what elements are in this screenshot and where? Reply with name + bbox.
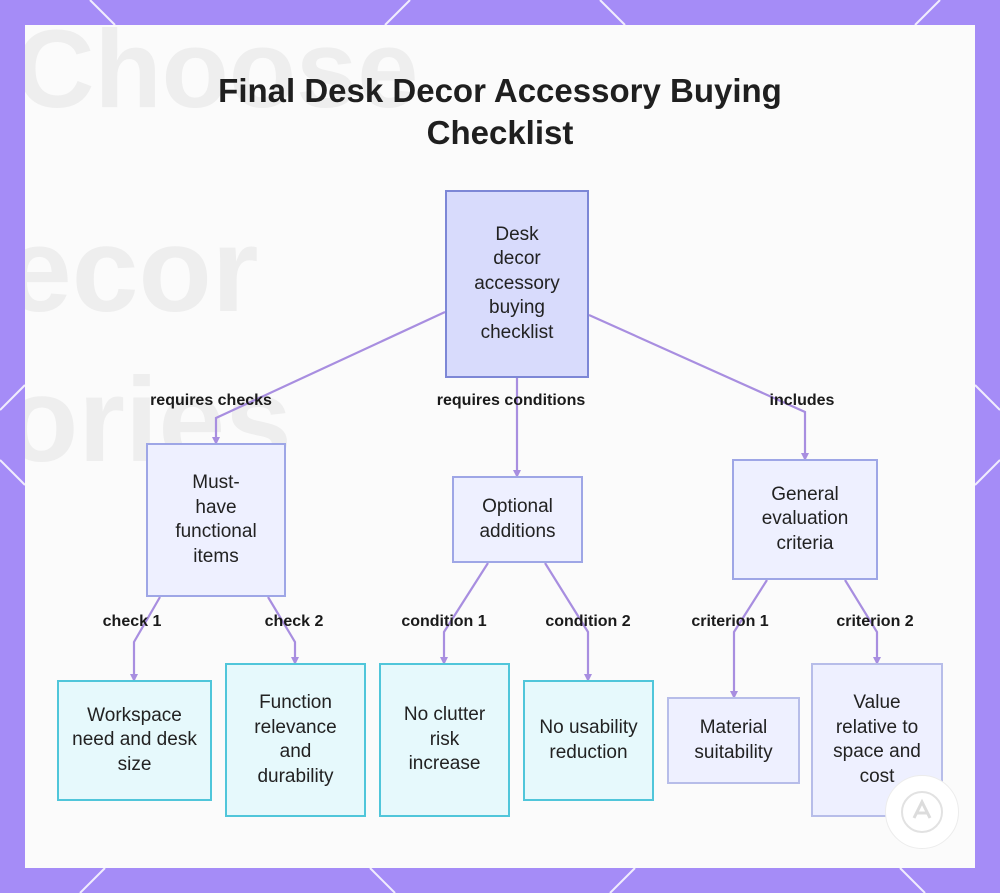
edge-check-2 [267, 596, 299, 665]
edge-label-check-1: check 1 [102, 613, 162, 630]
node-general-label: General evaluation criteria [761, 483, 849, 554]
node-root: Desk decor accessory buying checklist [445, 190, 589, 378]
node-usability-label: No usability reduction [539, 717, 638, 763]
node-function-label: Function relevance and durability [254, 692, 337, 787]
logo-icon [901, 791, 943, 833]
node-general: General evaluation criteria [732, 459, 878, 580]
logo-badge [885, 775, 959, 849]
node-must-have-label: Must-have functional items [175, 472, 257, 567]
edge-label-includes: includes [769, 392, 835, 409]
diagram-title: Final Desk Decor Accessory Buying Checkl… [218, 72, 782, 151]
node-clutter-label: No clutter risk increase [403, 704, 486, 775]
node-material-label: Material suitability [694, 717, 773, 763]
edge-criterion-1 [730, 579, 768, 699]
node-optional: Optional additions [452, 476, 583, 563]
edge-includes [588, 313, 809, 461]
node-root-label: Desk decor accessory buying checklist [474, 223, 560, 343]
edge-label-condition-1: condition 1 [401, 613, 487, 630]
edge-label-requires-checks: requires checks [150, 392, 272, 409]
background-word: Choose [25, 25, 419, 131]
edge-check-1 [130, 596, 161, 682]
edge-label-requires-conditions: requires conditions [436, 392, 586, 409]
background-word: ecor [25, 203, 259, 337]
edge-criterion-2 [844, 579, 881, 665]
edge-label-criterion-2: criterion 2 [836, 613, 914, 630]
node-must-have: Must-have functional items [146, 443, 286, 597]
edge-condition-1 [440, 562, 489, 665]
edge-label-check-2: check 2 [264, 613, 324, 630]
node-clutter: No clutter risk increase [379, 663, 510, 817]
node-value-label: Value relative to space and cost [833, 692, 921, 787]
edge-requires-checks [212, 311, 446, 445]
node-workspace: Workspace need and desk size [57, 680, 212, 801]
node-usability: No usability reduction [523, 680, 654, 801]
edge-label-condition-2: condition 2 [545, 613, 631, 630]
edge-label-criterion-1: criterion 1 [691, 613, 769, 630]
node-workspace-label: Workspace need and desk size [72, 704, 197, 775]
node-optional-label: Optional additions [479, 496, 556, 542]
edge-condition-2 [544, 562, 592, 682]
node-value: Value relative to space and cost [811, 663, 943, 817]
node-function: Function relevance and durability [225, 663, 366, 817]
node-material: Material suitability [667, 697, 800, 784]
